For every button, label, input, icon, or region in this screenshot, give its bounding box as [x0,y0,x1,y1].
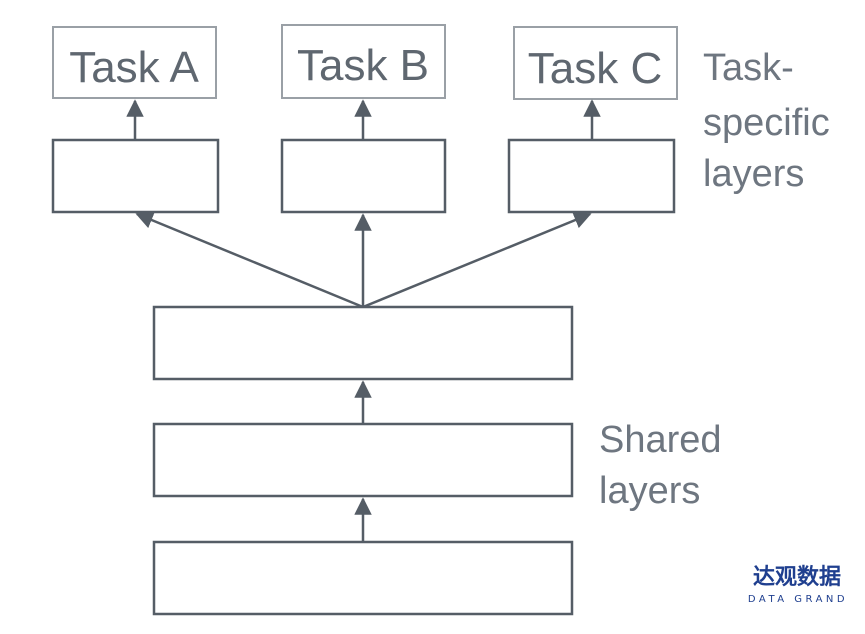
task-specific-layer-a [51,138,220,214]
arrow-shared-to-layer-c [362,211,592,309]
task-c-box [513,26,678,100]
task-a-box [52,26,217,99]
task-b-box [281,24,446,99]
brand-name-cn: 达观数据 [753,564,841,590]
shared-layers-label: Shared layers [599,419,722,512]
task-specific-label-line2: specific [703,102,830,144]
shared-layer-bottom [152,540,574,616]
shared-layer-top [152,305,574,381]
shared-label-line2: layers [599,470,700,512]
task-specific-layer-b [280,138,447,214]
task-specific-layers-label: Task- specific layers [703,47,830,195]
task-a-label: Task A [69,43,199,92]
brand-name-en: DATA GRAND [748,594,848,605]
task-specific-layer-c [507,138,676,214]
task-b-label: Task B [297,41,429,90]
shared-layer-middle [152,422,574,498]
task-output-a: Task A [52,26,217,99]
shared-label-line1: Shared [599,419,722,461]
task-c-label: Task C [528,44,662,93]
task-specific-label-line1: Task- [703,47,794,89]
arrow-shared-to-layer-a [135,211,364,309]
brand-logo: 达观数据 DATA GRAND [748,564,848,605]
task-output-b: Task B [281,24,446,99]
task-specific-label-line3: layers [703,153,804,195]
task-output-c: Task C [513,26,678,100]
